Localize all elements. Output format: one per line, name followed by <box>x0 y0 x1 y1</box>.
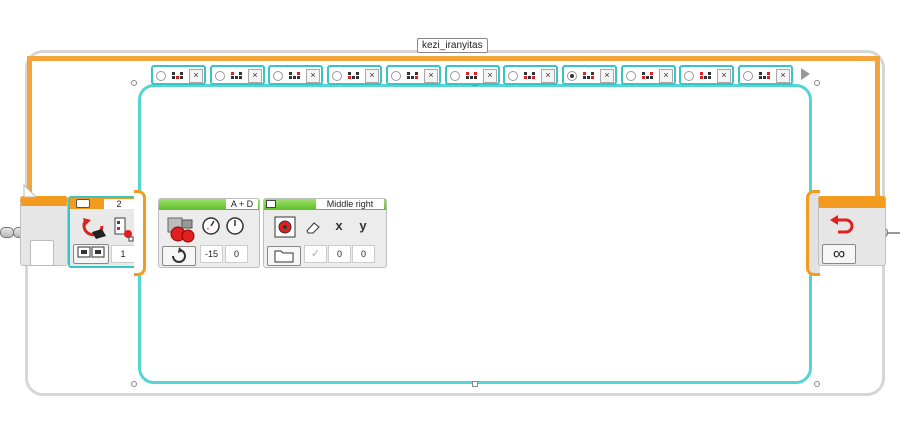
ir-button-pattern-icon <box>346 69 360 81</box>
resize-handle[interactable] <box>472 381 478 387</box>
resize-handle[interactable] <box>131 381 137 387</box>
switch-header <box>70 198 136 209</box>
default-case-radio[interactable] <box>273 71 283 81</box>
tabbed-view-icon <box>77 246 105 258</box>
loop-start-foot <box>30 240 54 266</box>
switch-port-value[interactable]: 2 <box>104 199 134 209</box>
switch-case-tab[interactable]: × <box>151 65 206 85</box>
ir-button-pattern-icon <box>581 69 595 81</box>
loop-wire-top <box>27 56 877 61</box>
add-case-arrow-icon[interactable] <box>801 68 810 80</box>
switch-rotation-icon <box>82 218 106 239</box>
display-file-name[interactable]: Middle right <box>316 199 384 209</box>
y-coordinate-value[interactable]: 0 <box>352 245 375 263</box>
switch-case-tab[interactable]: × <box>562 65 617 85</box>
switch-case-tab[interactable]: × <box>210 65 265 85</box>
ir-button-pattern-icon <box>698 69 712 81</box>
resize-handle[interactable] <box>131 80 137 86</box>
switch-view-mode-icon[interactable] <box>76 199 90 208</box>
ir-button-pattern-icon <box>464 69 478 81</box>
remove-case-icon[interactable]: × <box>189 69 203 83</box>
default-case-radio[interactable] <box>215 71 225 81</box>
switch-case-tab[interactable]: × <box>445 65 500 85</box>
move-brake-value[interactable]: 0 <box>225 245 248 263</box>
switch-case-tab[interactable]: × <box>386 65 441 85</box>
switch-end-edge <box>806 190 820 276</box>
default-case-radio[interactable] <box>332 71 342 81</box>
default-case-radio[interactable] <box>567 71 577 81</box>
switch-case-tab[interactable]: × <box>679 65 734 85</box>
loop-wire-left <box>27 58 32 206</box>
loop-wire-right <box>875 56 880 206</box>
loop-mode-selector[interactable]: ∞ <box>822 244 856 264</box>
move-mode-selector[interactable] <box>162 246 196 266</box>
brake-gauge-icon <box>226 217 244 235</box>
speed-gauge-icon: ᴴ <box>202 217 220 235</box>
remove-case-icon[interactable]: × <box>248 69 262 83</box>
switch-case-tab[interactable]: × <box>327 65 382 85</box>
switch-case-tab[interactable]: × <box>738 65 793 85</box>
display-mode-icon[interactable] <box>266 200 276 208</box>
remove-case-icon[interactable]: × <box>600 69 614 83</box>
default-case-radio[interactable] <box>450 71 460 81</box>
ir-button-pattern-icon <box>405 69 419 81</box>
remove-case-icon[interactable]: × <box>306 69 320 83</box>
ir-button-pattern-icon <box>170 69 184 81</box>
ir-button-pattern-icon <box>640 69 654 81</box>
switch-case-tab[interactable]: × <box>621 65 676 85</box>
folder-icon <box>274 250 294 263</box>
remove-case-icon[interactable]: × <box>541 69 555 83</box>
default-case-radio[interactable] <box>391 71 401 81</box>
remove-case-icon[interactable]: × <box>424 69 438 83</box>
ir-button-pattern-icon <box>757 69 771 81</box>
remove-case-icon[interactable]: × <box>483 69 497 83</box>
switch-case-tab[interactable]: × <box>268 65 323 85</box>
ir-button-pattern-icon <box>229 69 243 81</box>
x-coordinate-value[interactable]: 0 <box>328 245 351 263</box>
sequence-plug[interactable] <box>0 227 14 238</box>
switch-start-edge <box>134 190 146 276</box>
move-speed-value[interactable]: -15 <box>200 245 223 263</box>
remove-case-icon[interactable]: × <box>365 69 379 83</box>
default-case-radio[interactable] <box>743 71 753 81</box>
default-case-radio[interactable] <box>508 71 518 81</box>
remove-case-icon[interactable]: × <box>717 69 731 83</box>
ir-button-pattern-icon <box>287 69 301 81</box>
default-case-radio[interactable] <box>626 71 636 81</box>
remove-case-icon[interactable]: × <box>776 69 790 83</box>
svg-text:ᴴ: ᴴ <box>207 227 210 233</box>
loop-entry-arrow-icon <box>23 183 38 198</box>
loop-name-label[interactable]: kezi_iranyitas <box>417 38 488 53</box>
x-coordinate-label: x <box>335 218 343 233</box>
clear-screen-check[interactable]: ✓ <box>304 245 327 263</box>
default-case-radio[interactable] <box>156 71 166 81</box>
ir-button-pattern-icon <box>522 69 536 81</box>
on-mode-icon <box>172 247 186 263</box>
loop-back-arrow-icon <box>830 215 854 234</box>
image-display-icon <box>274 216 296 238</box>
remove-case-icon[interactable]: × <box>659 69 673 83</box>
switch-input-value[interactable]: 1 <box>111 245 135 263</box>
tank-motors-icon <box>167 217 195 243</box>
eraser-icon <box>306 222 320 234</box>
move-tank-ports[interactable]: A + D <box>226 199 258 209</box>
resize-handle[interactable] <box>814 381 820 387</box>
ir-remote-icon <box>114 217 134 242</box>
default-case-radio[interactable] <box>684 71 694 81</box>
switch-case-tab[interactable]: × <box>503 65 558 85</box>
switch-mode-selector[interactable] <box>73 244 109 264</box>
display-mode-selector[interactable] <box>267 246 301 266</box>
resize-handle[interactable] <box>814 80 820 86</box>
move-tank-header <box>159 199 259 210</box>
y-coordinate-label: y <box>359 218 367 233</box>
